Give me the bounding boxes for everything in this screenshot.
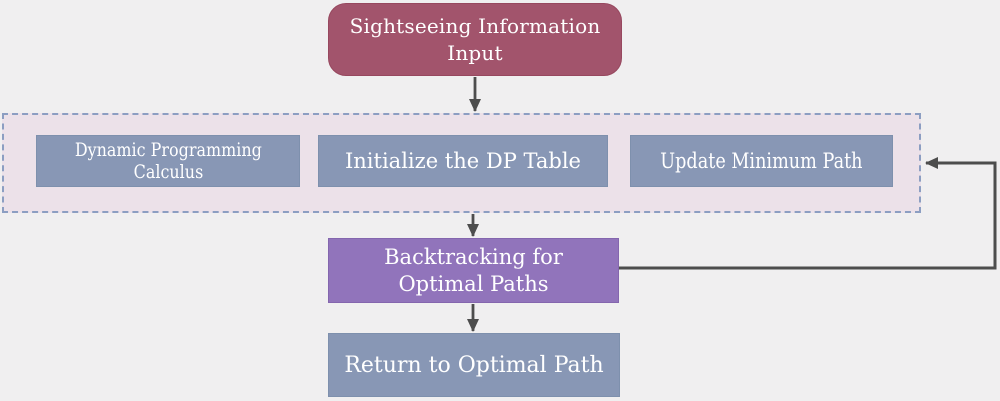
- node-label: Initialize the DP Table: [344, 149, 581, 173]
- node-backtracking-optimal-paths: Backtracking for Optimal Paths: [328, 238, 619, 303]
- node-label-line: Dynamic Programming: [74, 138, 262, 161]
- node-dynamic-programming-calculus: Dynamic Programming Calculus: [36, 135, 300, 187]
- node-label: Update Minimum Path: [660, 149, 863, 173]
- node-return-to-optimal-path: Return to Optimal Path: [328, 333, 620, 397]
- node-update-minimum-path: Update Minimum Path: [630, 135, 893, 187]
- node-label-line: Calculus: [133, 161, 203, 183]
- node-label: Return to Optimal Path: [344, 352, 604, 378]
- node-label-line: Input: [447, 40, 503, 65]
- node-label-line: Backtracking for: [384, 244, 563, 269]
- node-sightseeing-information-input: Sightseeing Information Input: [328, 3, 622, 76]
- node-label-line: Sightseeing Information: [349, 14, 601, 39]
- node-label-line: Optimal Paths: [398, 271, 549, 296]
- node-initialize-dp-table: Initialize the DP Table: [318, 135, 608, 187]
